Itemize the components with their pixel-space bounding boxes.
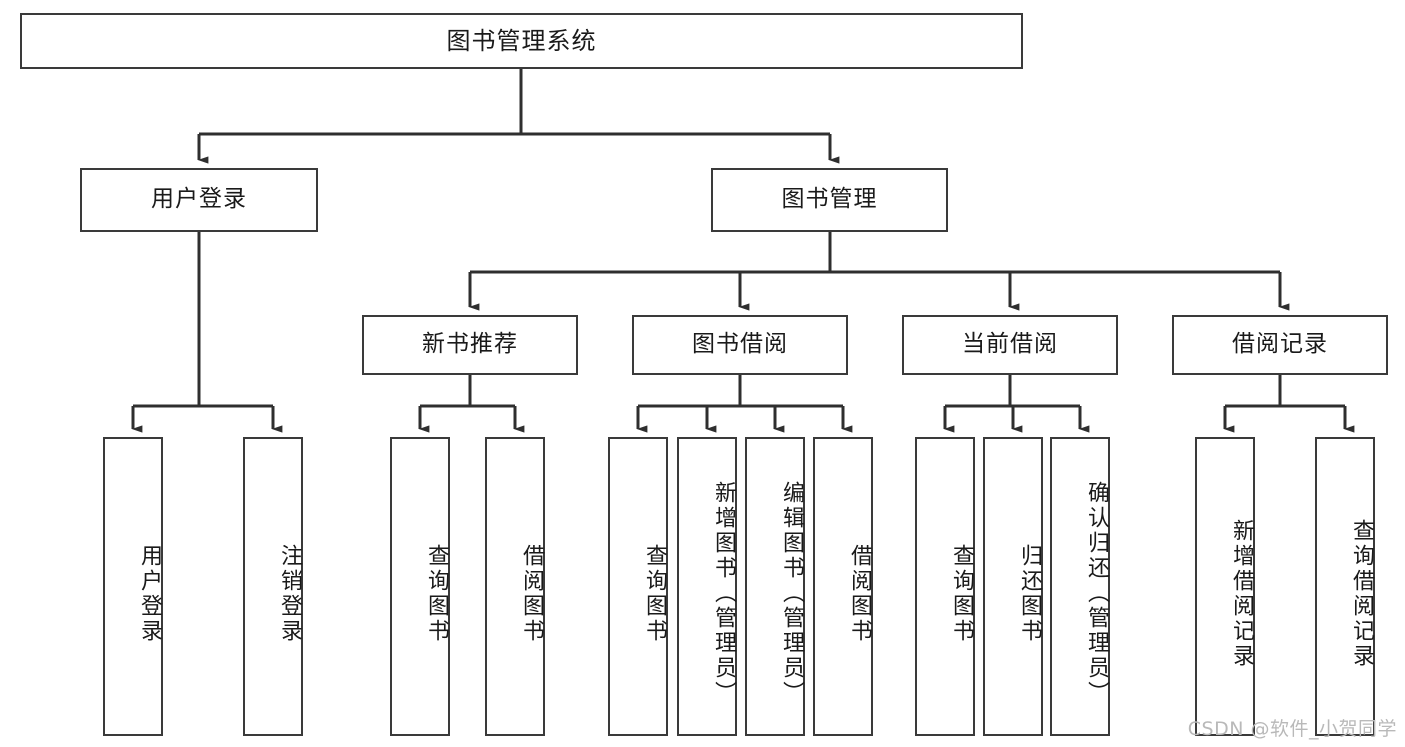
node-label: 图书管理 — [781, 186, 878, 213]
node-label: 用户登录 — [151, 186, 247, 213]
node-leaf-user-login[interactable]: 用户登录 — [103, 437, 163, 736]
node-label: 归还图书 — [1017, 543, 1042, 644]
node-leaf-borrow-book-1[interactable]: 借阅图书 — [485, 437, 545, 736]
node-leaf-borrow-book-2[interactable]: 借阅图书 — [813, 437, 873, 736]
node-label: 查询借阅记录 — [1349, 518, 1374, 669]
node-root-system[interactable]: 图书管理系统 — [20, 13, 1023, 69]
node-label: 确认归还（管理员） — [1084, 481, 1109, 706]
node-leaf-add-book[interactable]: 新增图书（管理员） — [677, 437, 737, 736]
node-label: 借阅图书 — [519, 543, 544, 644]
node-label: 图书管理系统 — [446, 26, 597, 55]
node-leaf-edit-book[interactable]: 编辑图书（管理员） — [745, 437, 805, 736]
node-label: 查询图书 — [642, 543, 667, 644]
node-label: 借阅记录 — [1232, 331, 1328, 358]
node-label: 当前借阅 — [962, 331, 1058, 358]
node-leaf-confirm-return[interactable]: 确认归还（管理员） — [1050, 437, 1110, 736]
node-book-borrow[interactable]: 图书借阅 — [632, 315, 848, 375]
node-book-manage[interactable]: 图书管理 — [711, 168, 948, 232]
node-label: 图书借阅 — [692, 331, 788, 358]
node-new-book-recommend[interactable]: 新书推荐 — [362, 315, 578, 375]
node-label: 借阅图书 — [847, 543, 872, 644]
node-label: 查询图书 — [424, 543, 449, 644]
node-leaf-query-book-2[interactable]: 查询图书 — [608, 437, 668, 736]
node-leaf-query-book-3[interactable]: 查询图书 — [915, 437, 975, 736]
node-leaf-return-book[interactable]: 归还图书 — [983, 437, 1043, 736]
node-leaf-user-logout[interactable]: 注销登录 — [243, 437, 303, 736]
node-leaf-add-record[interactable]: 新增借阅记录 — [1195, 437, 1255, 736]
node-leaf-query-book-1[interactable]: 查询图书 — [390, 437, 450, 736]
node-current-borrow[interactable]: 当前借阅 — [902, 315, 1118, 375]
node-borrow-record[interactable]: 借阅记录 — [1172, 315, 1388, 375]
node-label: 新增借阅记录 — [1229, 518, 1254, 669]
node-leaf-query-record[interactable]: 查询借阅记录 — [1315, 437, 1375, 736]
node-label: 新增图书（管理员） — [711, 481, 736, 706]
node-label: 注销登录 — [277, 543, 302, 644]
node-user-login[interactable]: 用户登录 — [80, 168, 318, 232]
node-label: 编辑图书（管理员） — [779, 481, 804, 706]
node-label: 用户登录 — [137, 543, 162, 644]
node-label: 查询图书 — [949, 543, 974, 644]
watermark: CSDN @软件_小贺同学 — [1187, 718, 1397, 740]
node-label: 新书推荐 — [422, 331, 518, 358]
